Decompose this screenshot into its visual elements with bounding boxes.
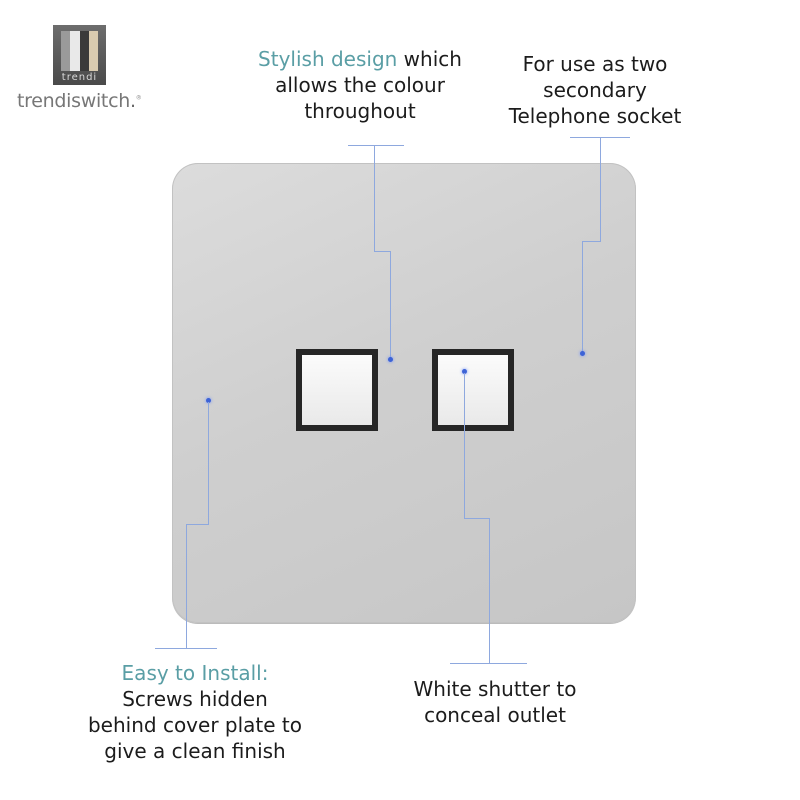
callout-marker-dot [206,398,211,403]
callout-telephone-socket: For use as two secondary Telephone socke… [490,51,700,129]
wordmark-text: trendiswitch [17,90,130,112]
logo-bar [79,31,89,71]
white-shutter [438,355,508,425]
callout-line-horizontal [464,518,489,519]
callout-line: behind cover plate to [87,713,302,737]
callout-accent-text: Stylish design [258,47,398,71]
callout-line-vertical [600,137,601,241]
callout-line: Screws hidden [122,687,268,711]
logo-bar [70,31,80,71]
callout-line-horizontal [348,145,404,146]
callout-white-shutter: White shutter to conceal outlet [380,676,610,728]
callout-line-horizontal [155,648,217,649]
callout-easy-install: Easy to Install: Screws hidden behind co… [65,660,325,764]
callout-line: Stylish design which [250,46,470,72]
brand-wordmark: trendiswitch.® [17,90,142,112]
callout-line: allows the colour [275,73,445,97]
callout-marker-dot [388,357,393,362]
callout-line-horizontal [186,524,209,525]
callout-line: throughout [304,99,416,123]
logo-bar [61,31,71,71]
callout-stylish-design: Stylish design which allows the colour t… [250,46,470,124]
callout-line-horizontal [582,241,601,242]
telephone-socket-left [296,349,378,431]
callout-marker-dot [580,351,585,356]
logo-color-bars [61,31,98,71]
callout-line: secondary [543,78,647,102]
callout-line-vertical [464,373,465,518]
socket-cover-plate [172,163,636,623]
white-shutter [302,355,372,425]
callout-line-horizontal [450,663,527,664]
logo-badge-text: trendi [61,72,98,83]
callout-line: Telephone socket [508,104,682,128]
callout-accent-text: Easy to Install: [121,661,269,685]
callout-line: conceal outlet [424,703,566,727]
callout-line-vertical [582,241,583,353]
callout-line: White shutter to [413,677,577,701]
callout-line-vertical [374,145,375,251]
callout-text: which [397,47,462,71]
brand-logo-badge: trendi [53,25,106,85]
registered-mark: ® [135,94,142,102]
callout-line-horizontal [374,251,390,252]
callout-marker-dot [462,369,467,374]
callout-line: For use as two [522,52,668,76]
callout-line-vertical [186,524,187,648]
callout-line-vertical [390,251,391,359]
callout-line: give a clean finish [104,739,286,763]
logo-bar [88,31,98,71]
callout-line-vertical [489,518,490,663]
callout-line-vertical [208,402,209,524]
telephone-socket-right [432,349,514,431]
wordmark-dot: . [129,90,136,112]
